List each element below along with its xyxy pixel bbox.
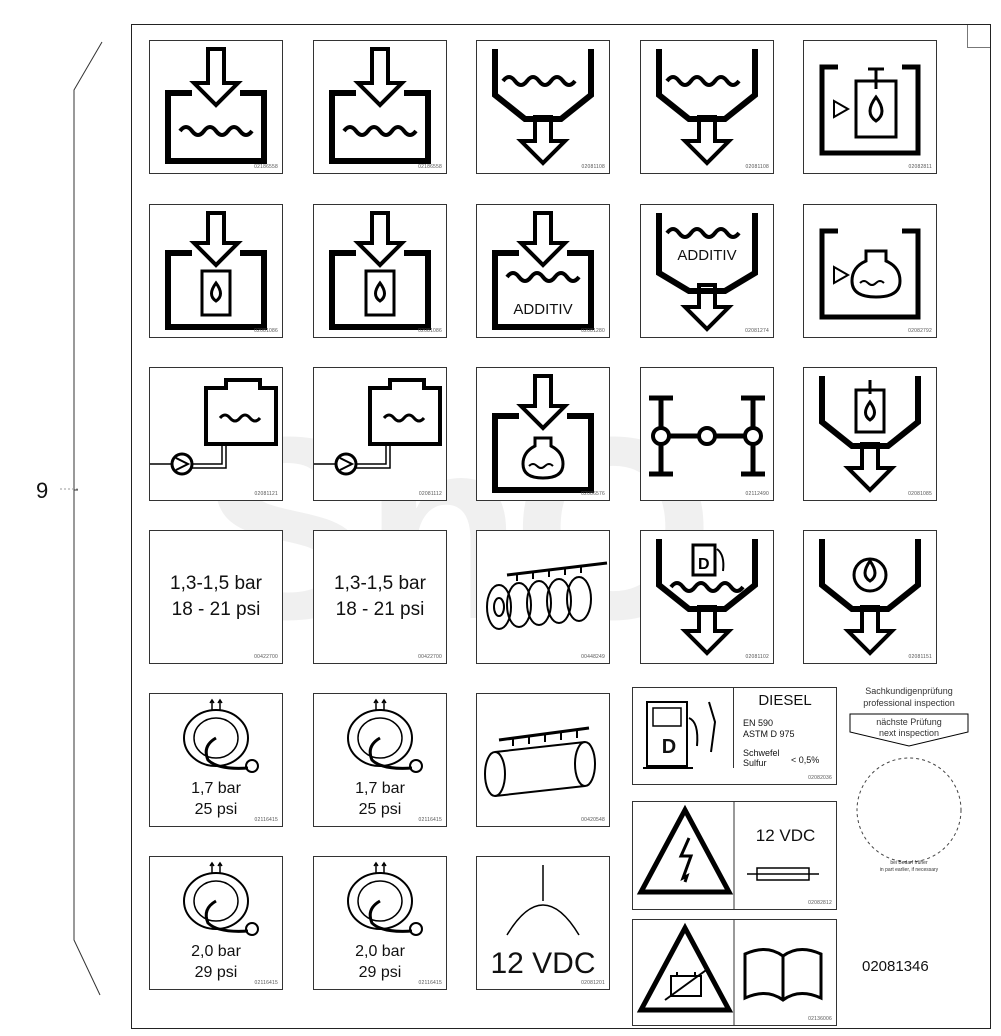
- part-code: 02116415: [254, 817, 278, 823]
- inspection-title-en: professional inspection: [863, 698, 955, 708]
- coolant-pump-icon: 02081121: [149, 367, 283, 501]
- label-set-part-number: 02081346: [862, 958, 929, 975]
- fill-fuel-filter-icon: 02081086: [313, 204, 447, 338]
- part-code: 02082812: [808, 900, 832, 906]
- pressure-bar: 2,0 bar: [191, 943, 241, 960]
- tire-pressure-label: 1,3-1,5 bar 18 - 21 psi 00422700: [313, 530, 447, 664]
- fill-fuel-filter-icon: 02081086: [149, 204, 283, 338]
- drain-fuel-filter-icon: 02081085: [803, 367, 937, 501]
- fill-coolant-icon: 02186558: [313, 40, 447, 174]
- part-code: 02081102: [745, 654, 769, 660]
- fill-coolant-icon: 02186558: [149, 40, 283, 174]
- diesel-standard-1: EN 590: [743, 718, 774, 728]
- tire-pressure-gauge-label: 1,7 bar 25 psi 02116415: [149, 693, 283, 827]
- power-socket-label: 12 VDC 02081201: [476, 856, 610, 990]
- part-code: 02186558: [418, 164, 442, 170]
- part-code: 02082036: [808, 775, 832, 781]
- part-code: 02116415: [254, 980, 278, 986]
- next-inspection-en: next inspection: [878, 728, 940, 738]
- coolant-reservoir-icon: 02082792: [803, 204, 937, 338]
- part-code: 02081280: [581, 328, 605, 334]
- pressure-psi: 29 psi: [194, 964, 238, 981]
- callout-number: 9: [36, 478, 49, 503]
- part-code: 02081112: [418, 491, 442, 497]
- sulfur-value: < 0,5%: [791, 755, 820, 765]
- diesel-standard-2: ASTM D 975: [743, 729, 795, 739]
- pressure-bar: 1,3-1,5 bar: [334, 573, 426, 594]
- sulfur-label-en: Sulfur: [743, 758, 767, 768]
- drain-coolant-icon: 02081108: [640, 40, 774, 174]
- tire-pressure-label: 1,3-1,5 bar 18 - 21 psi 00422700: [149, 530, 283, 664]
- part-code: 02081086: [254, 328, 278, 334]
- part-code: 02081121: [254, 491, 278, 497]
- part-code: 02086576: [581, 491, 605, 497]
- diesel-letter: D: [661, 736, 677, 758]
- drum-sprinkler-icon: 00420548: [476, 693, 610, 827]
- sulfur-label-de: Schwefel: [743, 748, 780, 758]
- pressure-bar: 1,7 bar: [191, 780, 241, 797]
- pressure-psi: 25 psi: [194, 801, 238, 818]
- sheet-corner: [967, 25, 990, 48]
- part-code: 02186558: [254, 164, 278, 170]
- diesel-title: DIESEL: [758, 692, 812, 709]
- tire-pressure-gauge-label: 1,7 bar 25 psi 02116415: [313, 693, 447, 827]
- inspection-footer-de: bei Bedarf früher: [890, 860, 928, 866]
- part-code: 02081108: [745, 164, 769, 170]
- pressure-psi: 18 - 21 psi: [335, 599, 425, 620]
- fill-coolant-reservoir-icon: 02086576: [476, 367, 610, 501]
- inspection-footer-en: in part earlier, if necessary: [879, 867, 939, 873]
- part-code: 02082811: [908, 164, 932, 170]
- tire-pressure-gauge-label: 2,0 bar 29 psi 02116415: [313, 856, 447, 990]
- part-code: 02116415: [418, 817, 442, 823]
- pressure-bar: 1,3-1,5 bar: [170, 573, 262, 594]
- axle-icon: 02112490: [640, 367, 774, 501]
- additive-label: ADDITIV: [513, 301, 573, 318]
- part-code: 02081151: [908, 654, 932, 660]
- part-code: 02116415: [418, 980, 442, 986]
- drain-oil-icon: 02081151: [803, 530, 937, 664]
- battery-warning-panel: 02136006: [632, 919, 837, 1026]
- drain-additive-icon: ADDITIV 02081274: [640, 204, 774, 338]
- vdc-label: 12 VDC: [490, 947, 596, 980]
- part-code: 02136006: [808, 1016, 832, 1022]
- part-code: 00422700: [418, 654, 442, 660]
- part-code: 02081201: [581, 980, 605, 986]
- pressure-psi: 29 psi: [358, 964, 402, 981]
- additive-label: ADDITIV: [677, 247, 737, 264]
- fill-additive-icon: ADDITIV 02081280: [476, 204, 610, 338]
- part-code: 00448249: [581, 654, 605, 660]
- tire-pressure-gauge-label: 2,0 bar 29 psi 02116415: [149, 856, 283, 990]
- drain-fuel-icon: D 02081102: [640, 530, 774, 664]
- part-code: 02081086: [418, 328, 442, 334]
- part-code: 02112490: [745, 491, 769, 497]
- diesel-label-panel: D DIESEL EN 590 ASTM D 975 Schwefel Sulf…: [632, 687, 837, 785]
- pressure-bar: 2,0 bar: [355, 943, 405, 960]
- next-inspection-de: nächste Prüfung: [876, 717, 942, 727]
- pressure-bar: 1,7 bar: [355, 780, 405, 797]
- vdc-label: 12 VDC: [755, 826, 816, 845]
- part-code: 00420548: [581, 817, 605, 823]
- oil-filter-icon: 02082811: [803, 40, 937, 174]
- roller-drum-sprinkler-icon: 00448249: [476, 530, 610, 664]
- part-code: 02081085: [908, 491, 932, 497]
- pressure-psi: 25 psi: [358, 801, 402, 818]
- voltage-warning-panel: 12 VDC 02082812: [632, 801, 837, 910]
- callout-bracket: [73, 41, 103, 996]
- part-code: 02081274: [745, 328, 769, 334]
- inspection-label: Sachkundigenprüfung professional inspect…: [846, 686, 972, 906]
- part-code: 00422700: [254, 654, 278, 660]
- drain-coolant-icon: 02081108: [476, 40, 610, 174]
- svg-text:D: D: [698, 556, 710, 573]
- part-code: 02081108: [581, 164, 605, 170]
- inspection-title-de: Sachkundigenprüfung: [865, 686, 953, 696]
- coolant-pump-icon: 02081112: [313, 367, 447, 501]
- part-code: 02082792: [908, 328, 932, 334]
- pressure-psi: 18 - 21 psi: [171, 599, 261, 620]
